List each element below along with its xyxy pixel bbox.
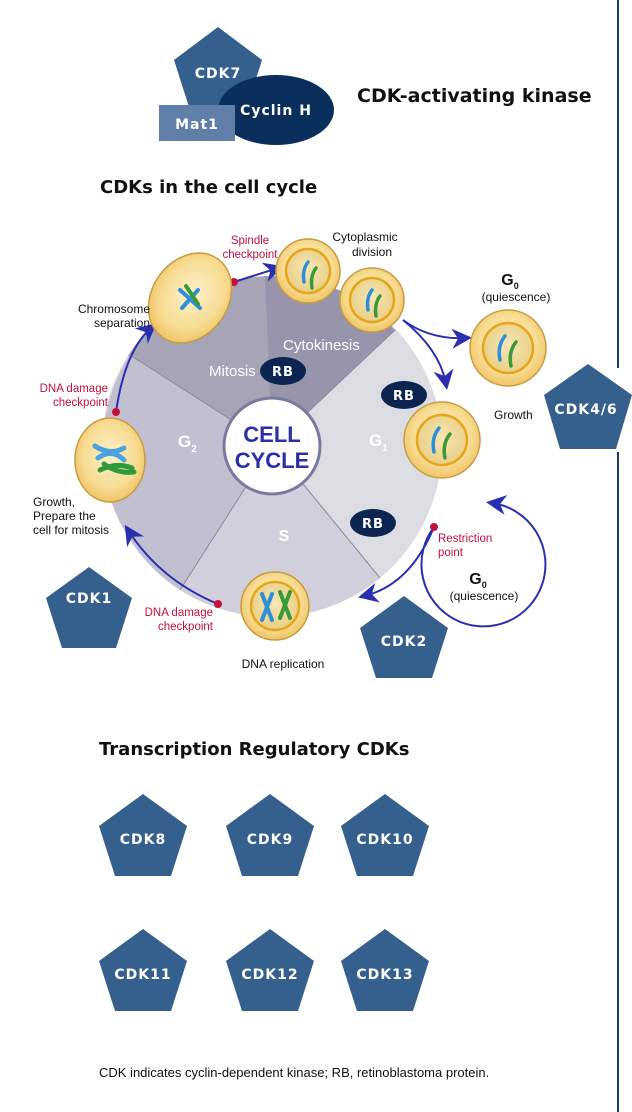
- g0-bottom-label: G0: [469, 571, 486, 590]
- g0-top-desc: (quiescence): [482, 290, 551, 304]
- transcription-cdk-pentagon: CDK13: [341, 929, 429, 1011]
- g2-cell: [74, 417, 146, 503]
- cyto-division-label-1: Cytoplasmic: [332, 230, 397, 244]
- chrom-sep-label-2: separation: [94, 316, 150, 330]
- phase-mitosis: Mitosis: [209, 363, 256, 380]
- pentagon-shape: [99, 794, 187, 876]
- g0-top-label: G0: [501, 272, 518, 291]
- transcription-cdk-pentagon: CDK9: [226, 794, 314, 876]
- svg-text:RB: RB: [362, 517, 384, 532]
- cyto-division-label-2: division: [352, 245, 392, 259]
- arrow-cyto-to-g1: [402, 319, 454, 390]
- pentagon-label: CDK11: [114, 967, 171, 983]
- svg-text:RB: RB: [272, 365, 294, 380]
- transcription-cdk-pentagon: CDK11: [99, 929, 187, 1011]
- g2-dna-damage-label-1: DNA damage: [40, 383, 108, 395]
- pentagon-shape: [226, 794, 314, 876]
- rb-badge-g1: RB: [381, 381, 427, 409]
- cycle-section-title: CDKs in the cell cycle: [100, 177, 317, 198]
- phase-s: S: [279, 528, 290, 545]
- svg-text:CDK4/6: CDK4/6: [554, 402, 617, 418]
- transcription-cdk-pentagon: CDK8: [99, 794, 187, 876]
- pentagon-label: CDK8: [120, 832, 167, 848]
- arrow-g2-to-mitosis: [115, 323, 157, 413]
- footnote: CDK indicates cyclin-dependent kinase; R…: [99, 1065, 489, 1080]
- pentagon-label: CDK13: [356, 967, 413, 983]
- restriction-point-label-1: Restriction: [438, 533, 492, 545]
- center-label-cycle: CYCLE: [235, 448, 310, 473]
- g0-bottom-desc: (quiescence): [450, 589, 519, 603]
- transcription-cdk-pentagon: CDK10: [341, 794, 429, 876]
- rb-badge-mitosis: RB: [260, 357, 306, 385]
- svg-text:CDK2: CDK2: [381, 634, 428, 650]
- pentagon-shape: [341, 929, 429, 1011]
- cytokinesis-cells: [275, 238, 405, 333]
- mitosis-cell: [147, 252, 233, 344]
- g2-sector: [102, 355, 273, 590]
- arrow-s-to-g2: [124, 524, 219, 605]
- s-cell: [240, 571, 310, 641]
- cyclin-h-ellipse: [218, 75, 334, 145]
- phase-g2: G2: [178, 432, 197, 455]
- s-dna-checkpoint-dot: [214, 600, 222, 608]
- restriction-point-label-2: point: [438, 547, 464, 559]
- g2-dna-checkpoint-dot: [112, 408, 120, 416]
- mat1-label: Mat1: [175, 117, 219, 133]
- center-label-cell: CELL: [243, 422, 300, 447]
- restriction-point-dot: [430, 523, 438, 531]
- pentagon-shape: [99, 929, 187, 1011]
- cdk46-pentagon: CDK4/6: [544, 364, 632, 449]
- spindle-checkpoint-label-1: Spindle: [231, 235, 269, 247]
- transcription-title: Transcription Regulatory CDKs: [99, 739, 409, 760]
- growth-prep-label-3: cell for mitosis: [33, 523, 109, 537]
- rb-badge-s: RB: [350, 509, 396, 537]
- mat1-box: [159, 105, 235, 141]
- cdk7-label: CDK7: [195, 66, 242, 82]
- g2-dna-damage-label-2: checkpoint: [53, 397, 109, 409]
- growth-prep-label-2: Prepare the: [33, 509, 96, 523]
- s-dna-damage-label-1: DNA damage: [145, 607, 213, 619]
- g1-cell: [403, 401, 481, 479]
- arrow-g0-loop: [420, 495, 547, 628]
- chrom-sep-label-1: Chromosome: [78, 302, 150, 316]
- s-dna-damage-label-2: checkpoint: [158, 621, 214, 633]
- dna-replication-label: DNA replication: [242, 657, 325, 671]
- phase-g1: G1: [369, 431, 388, 454]
- g0-top-cell: [469, 309, 547, 387]
- cdk2-pentagon: CDK2: [360, 596, 448, 678]
- growth-prep-label-1: Growth,: [33, 495, 75, 509]
- arrow-restriction-to-s: [358, 526, 435, 603]
- pentagon-shape: [226, 929, 314, 1011]
- cak-title: CDK-activating kinase: [357, 85, 592, 107]
- arrow-mitosis-to-cyto: [233, 262, 284, 283]
- pentagon-label: CDK12: [241, 967, 298, 983]
- cak-complex: CDK7 Cyclin H Mat1: [159, 27, 334, 145]
- pentagon-label: CDK10: [356, 832, 413, 848]
- pentagon-label: CDK9: [247, 832, 294, 848]
- s-sector: [180, 446, 380, 617]
- svg-text:RB: RB: [393, 389, 415, 404]
- pentagon-shape: [341, 794, 429, 876]
- cell-cycle-center: [222, 396, 322, 496]
- growth-label: Growth: [494, 408, 533, 422]
- cdk1-pentagon: CDK1: [46, 567, 132, 648]
- cyclin-h-label: Cyclin H: [240, 103, 312, 119]
- phase-cytokinesis: Cytokinesis: [283, 337, 360, 354]
- spindle-checkpoint-label-2: checkpoint: [223, 249, 279, 261]
- svg-text:CDK1: CDK1: [66, 591, 113, 607]
- transcription-cdk-pentagon: CDK12: [226, 929, 314, 1011]
